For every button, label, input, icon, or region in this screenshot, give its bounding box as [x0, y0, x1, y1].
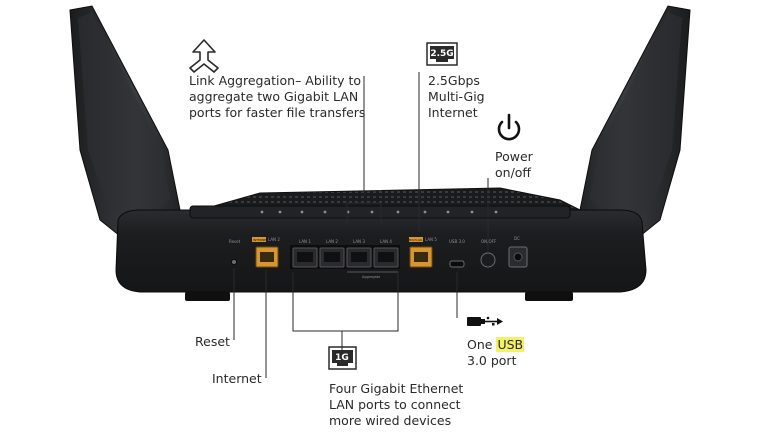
lan2-top-label: LAN 2 [268, 237, 280, 242]
power-callout: Power on/off [495, 149, 545, 181]
multigig-icon: 2.5G [426, 42, 458, 66]
usb-line2: 3.0 port [467, 353, 517, 368]
multigig-line3: Internet [428, 105, 478, 120]
reset-hole [231, 259, 237, 265]
lan-line2: LAN ports to connect [329, 397, 461, 412]
internet-tag: INTERNET [253, 238, 268, 242]
reset-port-label: Reset [229, 239, 241, 244]
multigig-line1: 2.5Gbps [428, 73, 480, 88]
link-aggregation-line2: aggregate two Gigabit LAN [189, 89, 359, 104]
link-aggregation-callout: Link Aggregation– Ability to aggregate t… [189, 73, 389, 121]
lan-callout: Four Gigabit Ethernet LAN ports to conne… [329, 381, 489, 429]
multigig-callout: 2.5Gbps Multi-Gig Internet [428, 73, 518, 121]
lan-1g-icon: 1G [328, 346, 357, 370]
internet-callout: Internet [212, 371, 262, 386]
usb-port-label: USB 3.0 [449, 239, 465, 244]
multigig-line2: Multi-Gig [428, 89, 485, 104]
power-line2: on/off [495, 165, 532, 180]
power-button-label: ON/OFF [481, 239, 497, 244]
usb-icon [467, 316, 503, 326]
multigig-tag: MULTI-GIG [409, 238, 422, 242]
multigig-icon-text: 2.5G [430, 49, 453, 59]
aggregate-label: Aggregate [362, 275, 380, 279]
lan-line1: Four Gigabit Ethernet [329, 381, 464, 396]
lan2-label: LAN 2 [326, 239, 338, 244]
lan-line3: more wired devices [329, 413, 452, 428]
usb-highlight: USB [496, 337, 525, 352]
usb-port [449, 260, 465, 268]
power-button [480, 252, 496, 268]
lan3-label: LAN 3 [353, 239, 365, 244]
lan4-label: LAN 4 [380, 239, 392, 244]
usb-callout: One USB 3.0 port [467, 337, 547, 369]
usb-line1-prefix: One [467, 337, 493, 352]
power-icon [497, 113, 521, 141]
lan5-label: LAN 5 [425, 237, 437, 242]
link-aggregation-icon [189, 39, 219, 73]
link-aggregation-line3: ports for faster file transfers [189, 105, 366, 120]
lan-icon-text: 1G [335, 353, 349, 363]
power-line1: Power [495, 149, 533, 164]
reset-callout: Reset [195, 334, 230, 349]
link-aggregation-line1: Link Aggregation– Ability to [189, 73, 362, 88]
lan1-label: LAN 1 [299, 239, 311, 244]
dc-label: DC [514, 236, 520, 241]
